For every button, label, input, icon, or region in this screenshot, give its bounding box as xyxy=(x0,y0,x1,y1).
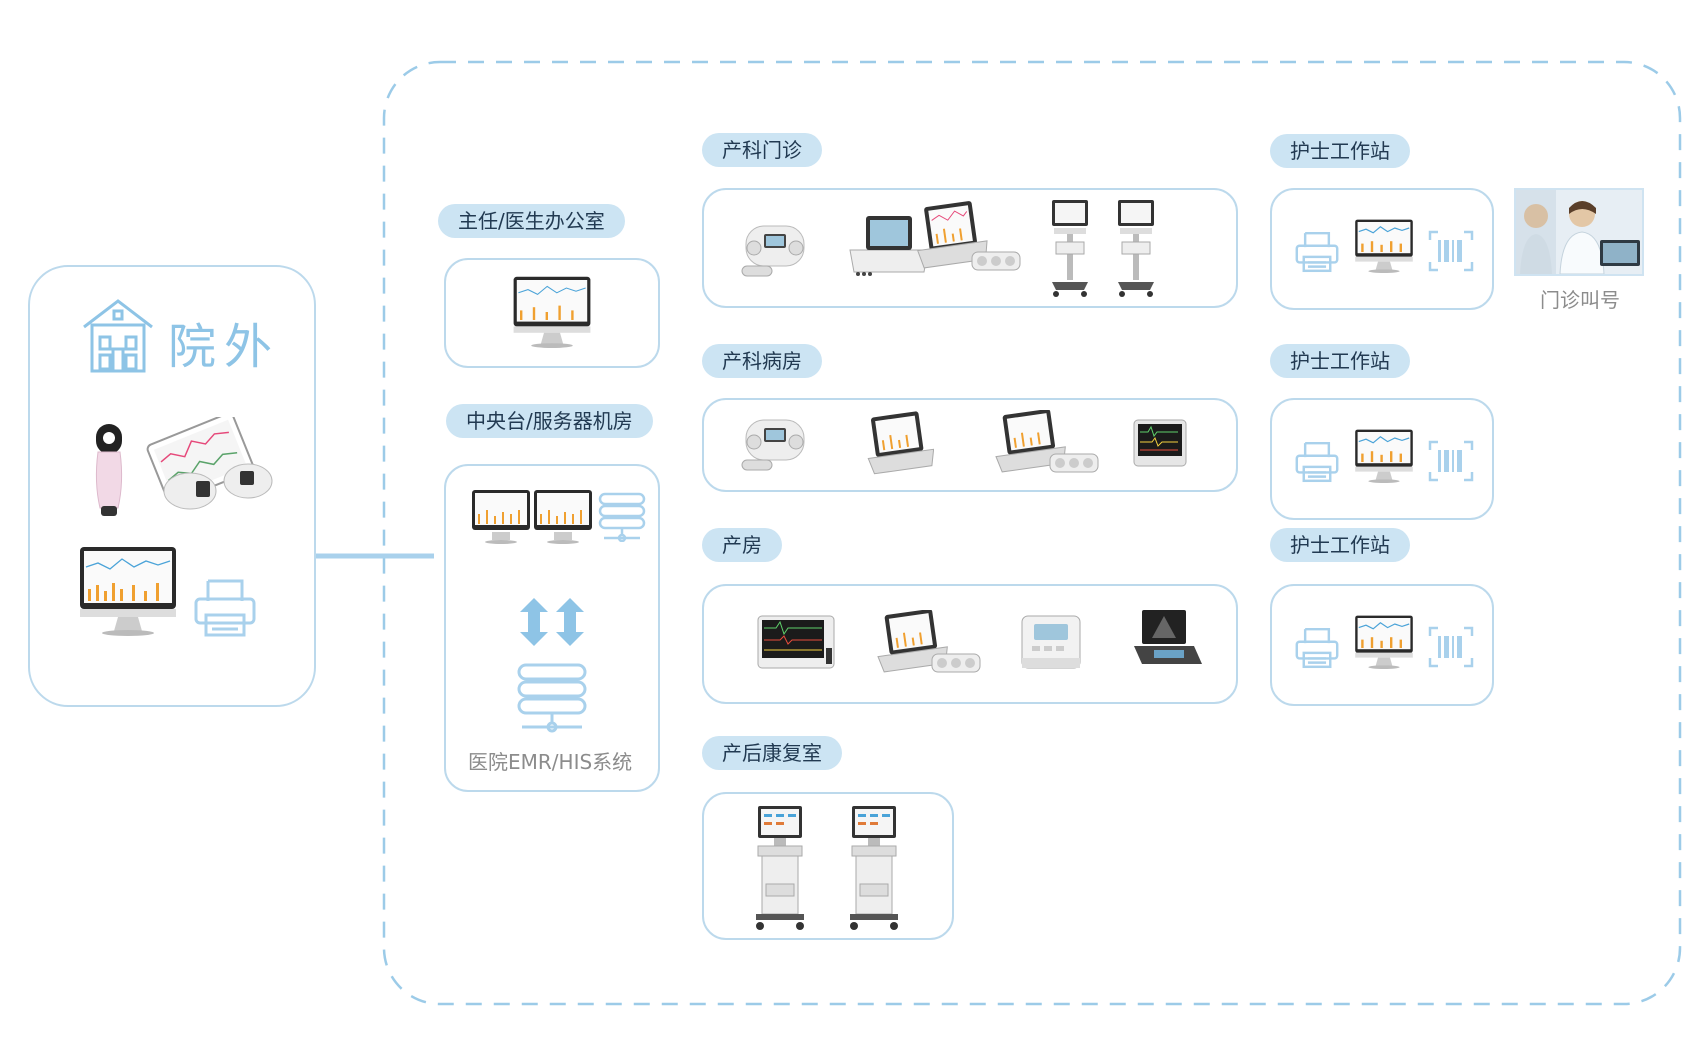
nurse-station-panel-2 xyxy=(1270,398,1494,520)
workstation-monitor-icon xyxy=(1354,218,1414,274)
fetal-monitor-icon xyxy=(844,210,934,280)
rehab-cart-icon xyxy=(846,804,902,932)
label-obstetric-clinic: 产科门诊 xyxy=(702,133,822,167)
outside-title: 院外 xyxy=(168,319,281,375)
fetal-monitor-pads-icon xyxy=(988,410,1100,480)
cart-monitor-icon xyxy=(1114,198,1158,298)
label-delivery-room: 产房 xyxy=(702,528,782,562)
barcode-scanner-icon xyxy=(1428,230,1474,272)
workstation-monitor-icon xyxy=(1354,428,1414,484)
obstetric-ward-panel xyxy=(702,398,1238,492)
analyzer-device-icon xyxy=(1020,614,1082,672)
obstetric-clinic-panel xyxy=(702,188,1238,308)
outside-panel: 院外 xyxy=(28,265,316,707)
house-icon xyxy=(78,297,158,373)
printer-icon xyxy=(192,577,258,639)
printer-icon xyxy=(1294,440,1340,484)
fetal-monitor-pads-icon xyxy=(870,610,982,680)
workstation-monitor-icon xyxy=(1354,614,1414,670)
fetal-doppler-icon xyxy=(740,416,810,472)
fetal-monitor-icon xyxy=(864,410,934,476)
sync-arrows-icon xyxy=(516,596,588,648)
server-icon xyxy=(516,662,588,734)
workstation-monitor-icon xyxy=(512,274,592,350)
delivery-room-panel xyxy=(702,584,1238,704)
barcode-scanner-icon xyxy=(1428,626,1474,668)
label-postpartum: 产后康复室 xyxy=(702,736,842,770)
central-server-panel: 医院EMR/HIS系统 xyxy=(444,464,660,792)
wireless-probe-icon xyxy=(160,457,280,513)
cart-monitor-icon xyxy=(1048,198,1092,298)
nurse-station-panel-3 xyxy=(1270,584,1494,706)
label-obstetric-ward: 产科病房 xyxy=(702,344,822,378)
postpartum-panel xyxy=(702,792,954,940)
outpatient-call-label: 门诊叫号 xyxy=(1540,288,1620,312)
label-nurse-station-3: 护士工作站 xyxy=(1270,528,1410,562)
printer-icon xyxy=(1294,230,1340,274)
patient-monitor-icon xyxy=(1132,418,1188,468)
label-director-office: 主任/医生办公室 xyxy=(438,204,625,238)
label-nurse-station-2: 护士工作站 xyxy=(1270,344,1410,378)
fetal-doppler-icon xyxy=(740,222,810,278)
printer-icon xyxy=(1294,626,1340,670)
emr-his-label: 医院EMR/HIS系统 xyxy=(468,750,633,774)
patient-monitor-icon xyxy=(756,614,836,674)
rehab-cart-icon xyxy=(752,804,808,932)
ultrasound-device-icon xyxy=(1132,608,1204,670)
label-central-server: 中央台/服务器机房 xyxy=(446,404,653,438)
fetal-monitor-pads-icon xyxy=(910,200,1022,280)
nurse-station-panel-1 xyxy=(1270,188,1494,310)
outpatient-call-image xyxy=(1514,188,1644,276)
workstation-monitor-icon xyxy=(78,545,178,637)
barcode-scanner-icon xyxy=(1428,440,1474,482)
label-nurse-station-1: 护士工作站 xyxy=(1270,134,1410,168)
doppler-device-icon xyxy=(92,422,126,518)
server-small-icon xyxy=(598,492,646,542)
director-office-panel xyxy=(444,258,660,368)
dual-monitor-icon xyxy=(470,488,594,548)
